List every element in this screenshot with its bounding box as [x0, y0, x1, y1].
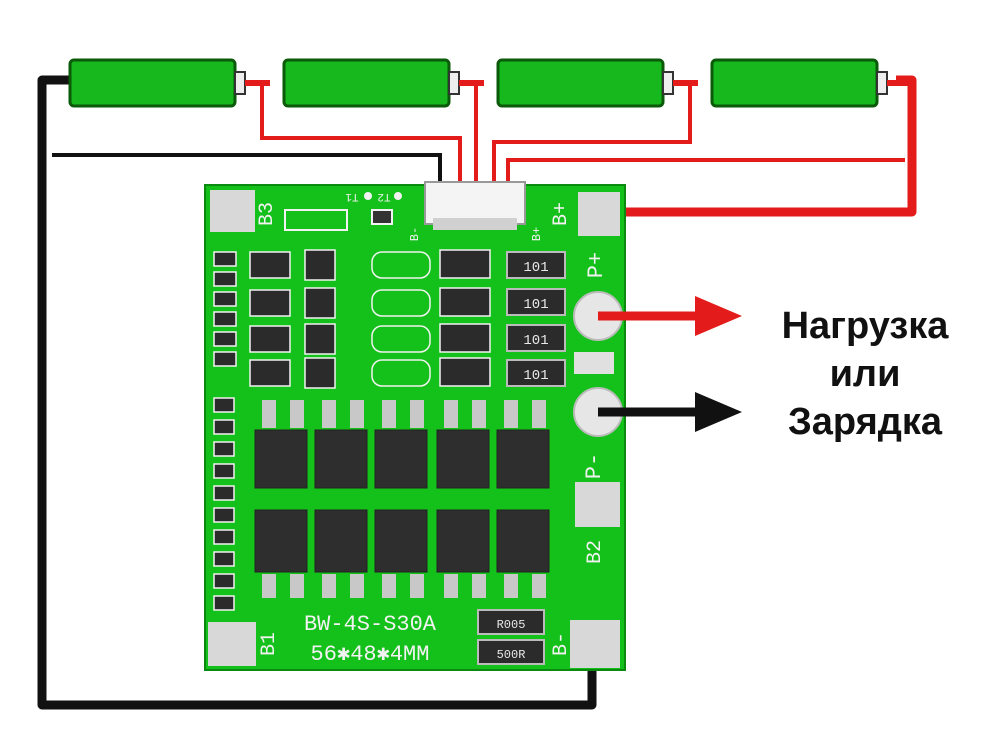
label-b2: B2 — [584, 540, 607, 564]
balance-wire-black — [52, 153, 442, 182]
thermistor-label-t2: T2 — [377, 190, 390, 202]
resistor-label: 101 — [523, 368, 548, 384]
callout-or: или — [829, 353, 901, 395]
callout-charge: Зарядка — [787, 401, 943, 443]
pad-b-minus — [570, 620, 620, 668]
board-size: 56✱48✱4MM — [311, 642, 430, 667]
balance-wire-1 — [260, 82, 462, 182]
label-p-minus: P- — [582, 453, 607, 479]
pad-b-plus — [578, 192, 620, 236]
board-model: BW-4S-S30A — [304, 612, 437, 637]
label-b1: B1 — [258, 632, 281, 656]
label-b-plus: B+ — [550, 202, 573, 226]
resistor-label: 101 — [523, 333, 548, 349]
shunt-label: R005 — [497, 618, 526, 632]
shunt-resistor — [477, 609, 545, 635]
thermistor-label-t1: T1 — [345, 190, 359, 202]
black-wire-b-minus — [37, 75, 597, 710]
balance-wire-3 — [492, 82, 692, 182]
bms-board: B3 B+ P+ P- B2 B1 B- B- B+ T1 T2 101 101… — [204, 181, 626, 671]
balance-connector — [424, 181, 526, 225]
pad-b1 — [208, 622, 256, 666]
callout-load: Нагрузка — [781, 305, 949, 347]
connector-label-b-plus: B+ — [530, 227, 544, 241]
battery-cell — [710, 58, 912, 108]
shunt-resistor — [477, 639, 545, 665]
protection-ic-rows — [249, 249, 491, 389]
battery-cell — [282, 58, 484, 108]
arrow-charge-black — [598, 392, 742, 432]
balance-wire-4 — [506, 158, 905, 182]
resistor-label: 101 — [523, 297, 548, 313]
battery-cell — [68, 58, 270, 108]
arrow-load-red — [598, 296, 742, 336]
shunt-label: 500R — [497, 648, 526, 662]
small-components — [213, 251, 237, 611]
mosfet-array — [254, 429, 550, 573]
balance-resistors — [506, 251, 566, 387]
resistor-label: 101 — [523, 260, 548, 276]
label-b-minus: B- — [550, 632, 573, 656]
label-p-plus: P+ — [584, 252, 609, 278]
connector-label-b-minus: B- — [408, 227, 422, 241]
pad-b2 — [575, 482, 620, 527]
battery-cell — [496, 58, 698, 108]
pad-b3 — [210, 190, 255, 232]
label-b3: B3 — [256, 202, 279, 226]
